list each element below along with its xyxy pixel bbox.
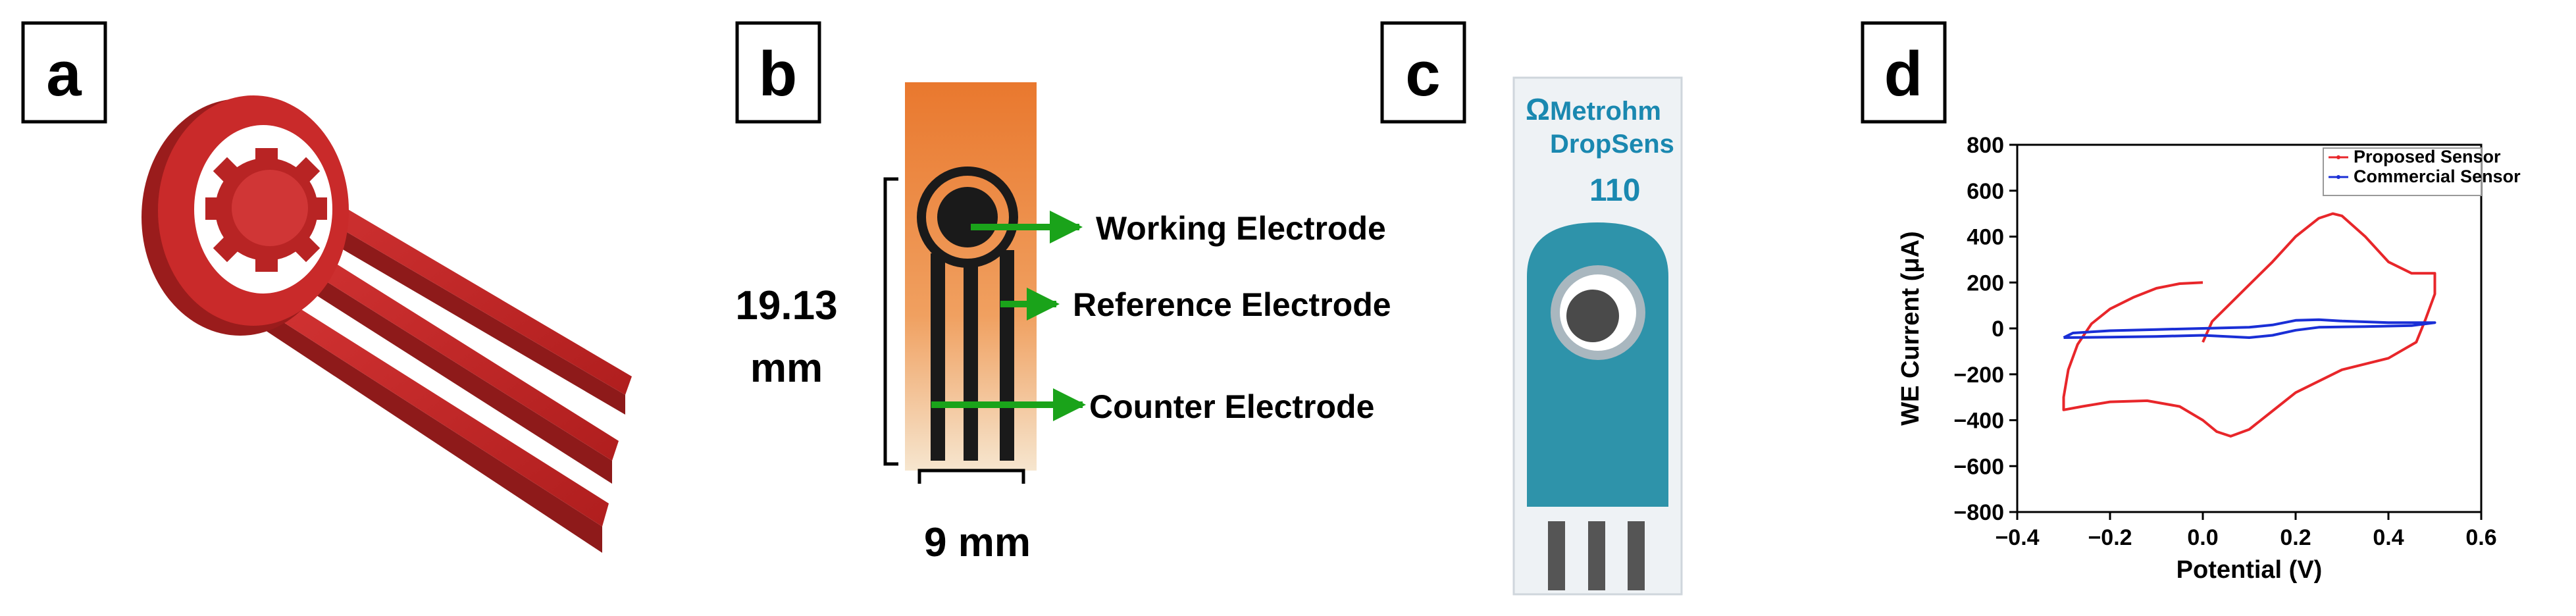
height-value: 19.13 — [735, 283, 837, 328]
legend-entry: Proposed Sensor — [2354, 147, 2501, 167]
model-number: 110 — [1589, 173, 1640, 208]
printed-electrode-photo — [905, 82, 1037, 471]
legend-marker — [2336, 155, 2340, 159]
legend-entry: Commercial Sensor — [2354, 167, 2521, 186]
legend-box — [2323, 147, 2482, 196]
y-tick-label: −200 — [1953, 363, 2004, 388]
panel-c: c Ω Metrohm DropSens 110 — [1380, 21, 1683, 596]
axis-ticks: −0.4 −0.2 0.0 0.2 0.4 0.6 −800 −600 −400 −200 0 200… — [1953, 133, 2496, 550]
panel-a: a — [21, 21, 632, 553]
brand-symbol: Ω — [1526, 92, 1550, 126]
y-tick-label: −800 — [1953, 500, 2004, 525]
panel-b-label-box — [735, 21, 821, 124]
panel-a-label-box — [21, 21, 107, 124]
height-unit: mm — [750, 346, 823, 391]
y-tick-label: 200 — [1967, 270, 2004, 295]
y-tick-label: 0 — [1992, 317, 2004, 342]
panel-d-letter: d — [1884, 39, 1923, 109]
series-line-2 — [2063, 318, 2436, 339]
x-tick-label: 0.6 — [2465, 525, 2496, 550]
y-tick-label: 400 — [1967, 225, 2004, 250]
y-tick-label: −600 — [1953, 454, 2004, 479]
x-tick-label: 0.2 — [2280, 525, 2311, 550]
electrode-3d-model — [142, 95, 632, 553]
y-tick-label: 800 — [1967, 133, 2004, 158]
brand-line2: DropSens — [1550, 130, 1674, 159]
panel-c-label-box — [1380, 21, 1466, 124]
x-axis-label: Potential (V) — [2177, 556, 2323, 584]
panel-b-letter: b — [759, 39, 798, 109]
panel-b: b 19.13 mm 9 mm Working Electrode Refere… — [735, 21, 1391, 565]
reference-electrode-label: Reference Electrode — [1073, 286, 1391, 323]
commercial-sensor-photo: Ω Metrohm DropSens 110 — [1512, 76, 1683, 596]
x-tick-label: 0.4 — [2373, 525, 2404, 550]
series-line-1 — [2062, 212, 2436, 438]
panel-d-label-box — [1861, 21, 1947, 124]
x-tick-label: −0.4 — [1995, 525, 2039, 550]
panel-c-letter: c — [1405, 39, 1440, 109]
legend-marker — [2336, 175, 2340, 179]
width-label: 9 mm — [924, 520, 1031, 565]
y-axis-label: WE Current (μA) — [1897, 231, 1924, 426]
working-electrode-label: Working Electrode — [1096, 210, 1386, 247]
height-bracket — [883, 177, 898, 466]
x-tick-label: −0.2 — [2088, 525, 2132, 550]
counter-electrode-label: Counter Electrode — [1089, 388, 1374, 425]
brand-line1: Metrohm — [1550, 97, 1661, 126]
series-layer — [2062, 212, 2436, 438]
panel-a-letter: a — [46, 39, 82, 109]
electrode-arrows — [931, 211, 1086, 421]
y-tick-label: −400 — [1953, 409, 2004, 434]
x-tick-label: 0.0 — [2187, 525, 2218, 550]
cv-chart: −0.4 −0.2 0.0 0.2 0.4 0.6 −800 −600 −400 −200 0 200… — [1897, 133, 2521, 584]
width-bracket — [917, 469, 1025, 484]
panel-d: d −0.4 −0.2 0.0 0.2 0.4 0.6 −800 −600 −400 −200 0 2… — [1861, 21, 2521, 584]
y-tick-label: 600 — [1967, 179, 2004, 204]
